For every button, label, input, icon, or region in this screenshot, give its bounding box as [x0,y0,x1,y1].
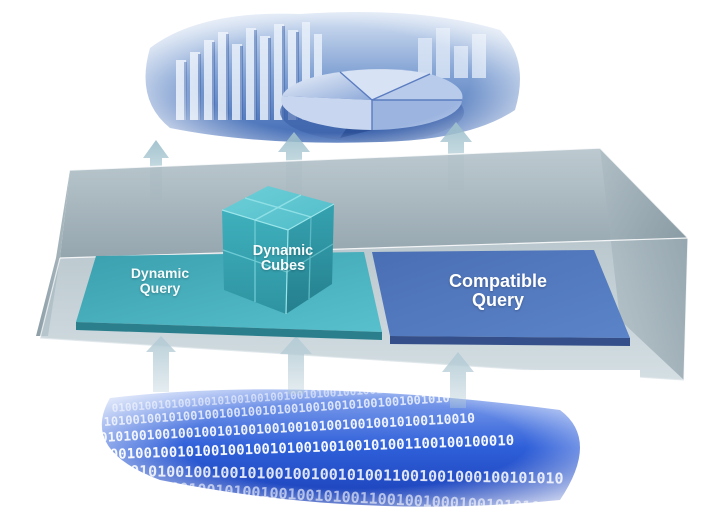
dynamic-query-label: Dynamic Query [100,266,220,295]
dynamic-cubes-label-line1: Dynamic [252,243,314,259]
dynamic-cubes-label-line2: Cubes [260,258,306,275]
binary-data-image: 0100100101001001010010010010010100100100… [70,370,640,518]
input-arrow-left [146,336,176,392]
compatible-query-platform [372,250,630,346]
dynamic-query-label-line1: Dynamic [130,265,190,281]
input-arrow-middle [280,336,312,394]
dynamic-cubes-label: Dynamic Cubes [238,243,328,275]
input-arrow-right [442,352,474,408]
compatible-query-label-line1: Compatible [448,271,547,291]
compatible-query-label-line2: Query [471,289,525,310]
dynamic-query-label-line2: Query [139,279,181,296]
compatible-query-label: Compatible Query [398,272,598,310]
dynamic-cubes-block [221,186,335,315]
charts-image [130,0,540,160]
input-arrows [146,336,474,408]
